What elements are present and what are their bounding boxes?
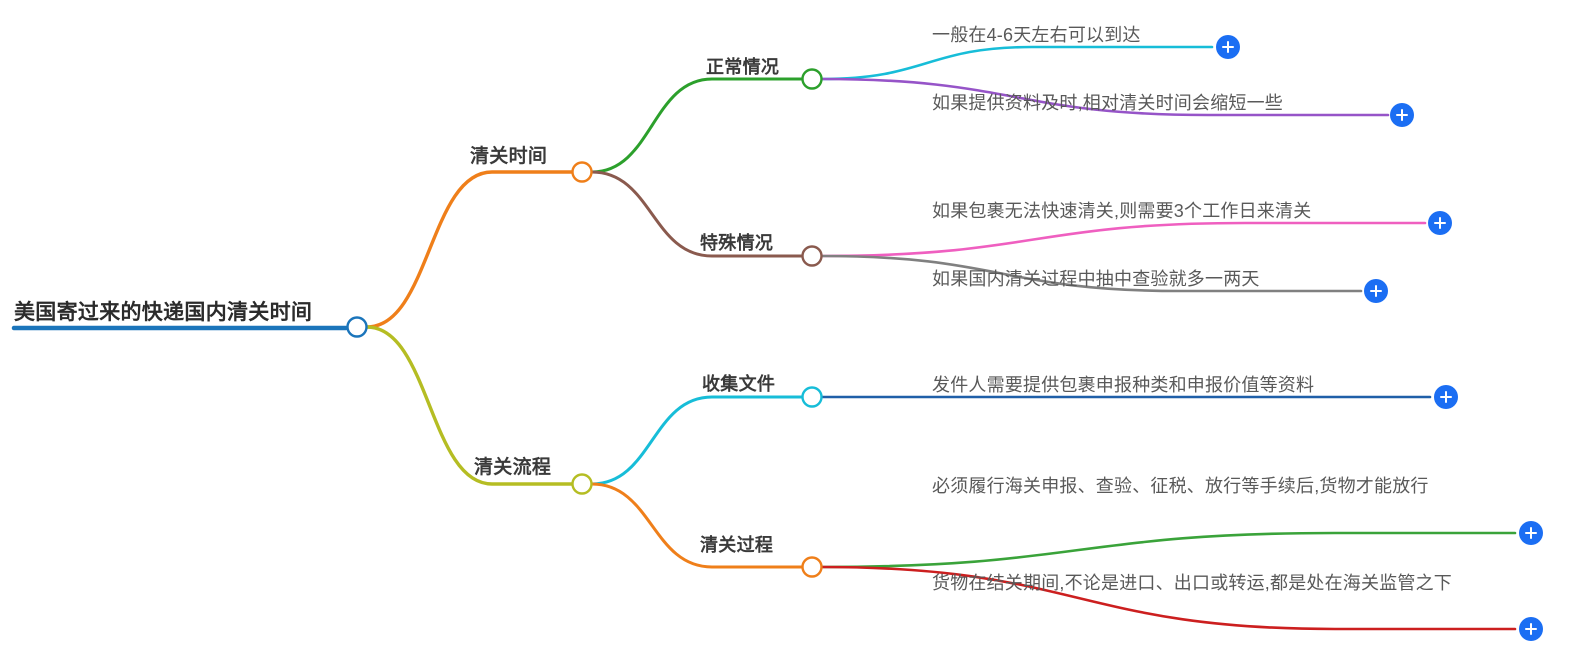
branch-label-special-case[interactable]: 特殊情况	[700, 233, 774, 253]
plus-icon-formalities[interactable]	[1519, 521, 1543, 545]
plus-icon-4-6-days[interactable]	[1216, 35, 1240, 59]
leaf-label-three-workdays[interactable]: 如果包裹无法快速清关,则需要3个工作日来清关	[932, 201, 1312, 221]
node-circle-customs-process[interactable]	[571, 473, 593, 495]
branch-label-collect-documents[interactable]: 收集文件	[702, 374, 776, 394]
node-circle-clearance-procedure[interactable]	[801, 556, 823, 578]
plus-icon-three-workdays[interactable]	[1428, 211, 1452, 235]
leaf-label-formalities[interactable]: 必须履行海关申报、查验、征税、放行等手续后,货物才能放行	[932, 476, 1429, 496]
edge-customs-time-to-normal-case	[590, 77, 814, 174]
leaf-label-supervision[interactable]: 货物在结关期间,不论是进口、出口或转运,都是处在海关监管之下	[932, 573, 1452, 593]
plus-icon-supervision[interactable]	[1519, 617, 1543, 641]
leaf-label-prompt-docs[interactable]: 如果提供资料及时,相对清关时间会缩短一些	[932, 93, 1283, 113]
edge-special-case-to-leaf-three-workdays	[820, 221, 1427, 258]
node-circle-special-case[interactable]	[801, 245, 823, 267]
node-circle-normal-case[interactable]	[801, 68, 823, 90]
node-circle-collect-documents[interactable]	[801, 386, 823, 408]
leaf-label-4-6-days[interactable]: 一般在4-6天左右可以到达	[932, 25, 1141, 45]
root-node-label[interactable]: 美国寄过来的快递国内清关时间	[14, 301, 313, 324]
branch-label-clearance-procedure[interactable]: 清关过程	[700, 535, 774, 555]
plus-icon-prompt-docs[interactable]	[1390, 103, 1414, 127]
edge-root-to-customs-time	[365, 170, 584, 329]
leaf-label-inspection-delay[interactable]: 如果国内清关过程中抽中查验就多一两天	[932, 269, 1260, 289]
node-circle-customs-time[interactable]	[571, 161, 593, 183]
branch-label-normal-case[interactable]: 正常情况	[706, 57, 780, 77]
branch-label-customs-process[interactable]: 清关流程	[474, 457, 552, 478]
leaf-label-sender-docs[interactable]: 发件人需要提供包裹申报种类和申报价值等资料	[932, 375, 1315, 395]
plus-icon-inspection-delay[interactable]	[1364, 279, 1388, 303]
edge-normal-case-to-leaf-4-6-days	[820, 45, 1214, 81]
root-node-circle[interactable]	[346, 316, 368, 338]
branch-label-customs-time[interactable]: 清关时间	[470, 146, 548, 167]
edge-clearance-procedure-to-leaf-formalities	[820, 531, 1517, 569]
edge-customs-process-to-collect-documents	[590, 395, 814, 486]
plus-icon-sender-docs[interactable]	[1434, 385, 1458, 409]
